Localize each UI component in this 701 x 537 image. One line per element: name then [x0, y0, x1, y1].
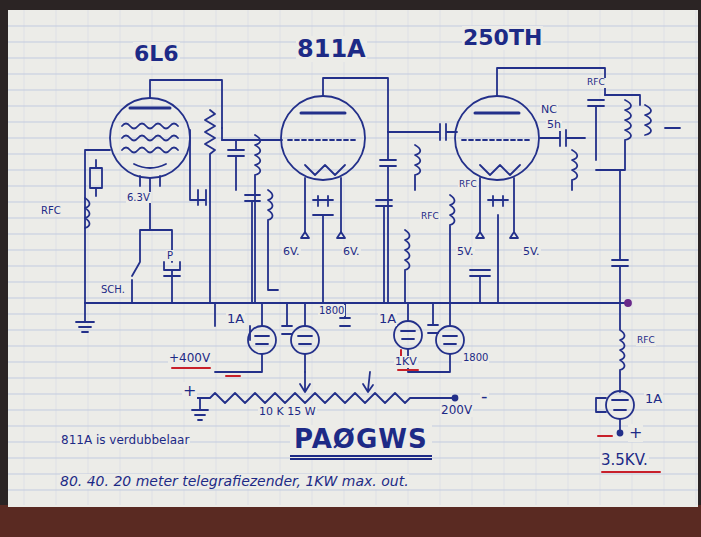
circuit-wiring — [76, 68, 680, 436]
component-label: 1A — [644, 392, 663, 406]
component-label: 1A — [226, 312, 245, 326]
component-label: 200V — [440, 404, 473, 417]
note-text: 811A is verdubbelaar — [60, 434, 190, 447]
component-label: +400V — [168, 352, 211, 365]
callsign-title: PAØGWS — [290, 425, 432, 460]
component-label: SCH. — [100, 284, 126, 295]
component-label: 6V. — [342, 246, 361, 258]
paper-lines — [8, 10, 698, 505]
component-label: P — [166, 250, 174, 261]
paper-sheet — [8, 10, 698, 507]
component-label: 5V. — [522, 246, 541, 258]
component-label: 811A — [296, 36, 367, 62]
component-label: 10 K 15 W — [258, 406, 317, 418]
component-label: 1A — [378, 312, 397, 326]
component-label: 6L6 — [133, 42, 180, 66]
component-label: 6V. — [282, 246, 301, 258]
component-label: 6.3V — [126, 192, 151, 203]
component-label: - — [480, 386, 489, 406]
component-label: RFC — [420, 212, 440, 222]
component-label: 1800 — [318, 305, 345, 316]
table-strip — [0, 505, 701, 537]
caption-text: 80. 40. 20 meter telegrafiezender, 1KW m… — [60, 474, 409, 489]
component-label: 5V. — [456, 246, 475, 258]
component-label: 1800 — [462, 352, 489, 363]
component-label: 250TH — [462, 26, 543, 50]
red-marks — [172, 350, 660, 472]
component-label: + — [628, 424, 643, 442]
component-label: RFC — [40, 205, 62, 216]
component-label: 1KV — [394, 356, 418, 368]
component-label: RFC — [586, 78, 606, 88]
component-label: + — [182, 382, 197, 400]
component-label: 5h — [546, 119, 562, 131]
component-label: 3.5KV. — [600, 452, 649, 469]
component-label: RFC — [636, 336, 656, 346]
component-label: NC — [540, 104, 558, 116]
component-label: RFC — [458, 180, 478, 190]
